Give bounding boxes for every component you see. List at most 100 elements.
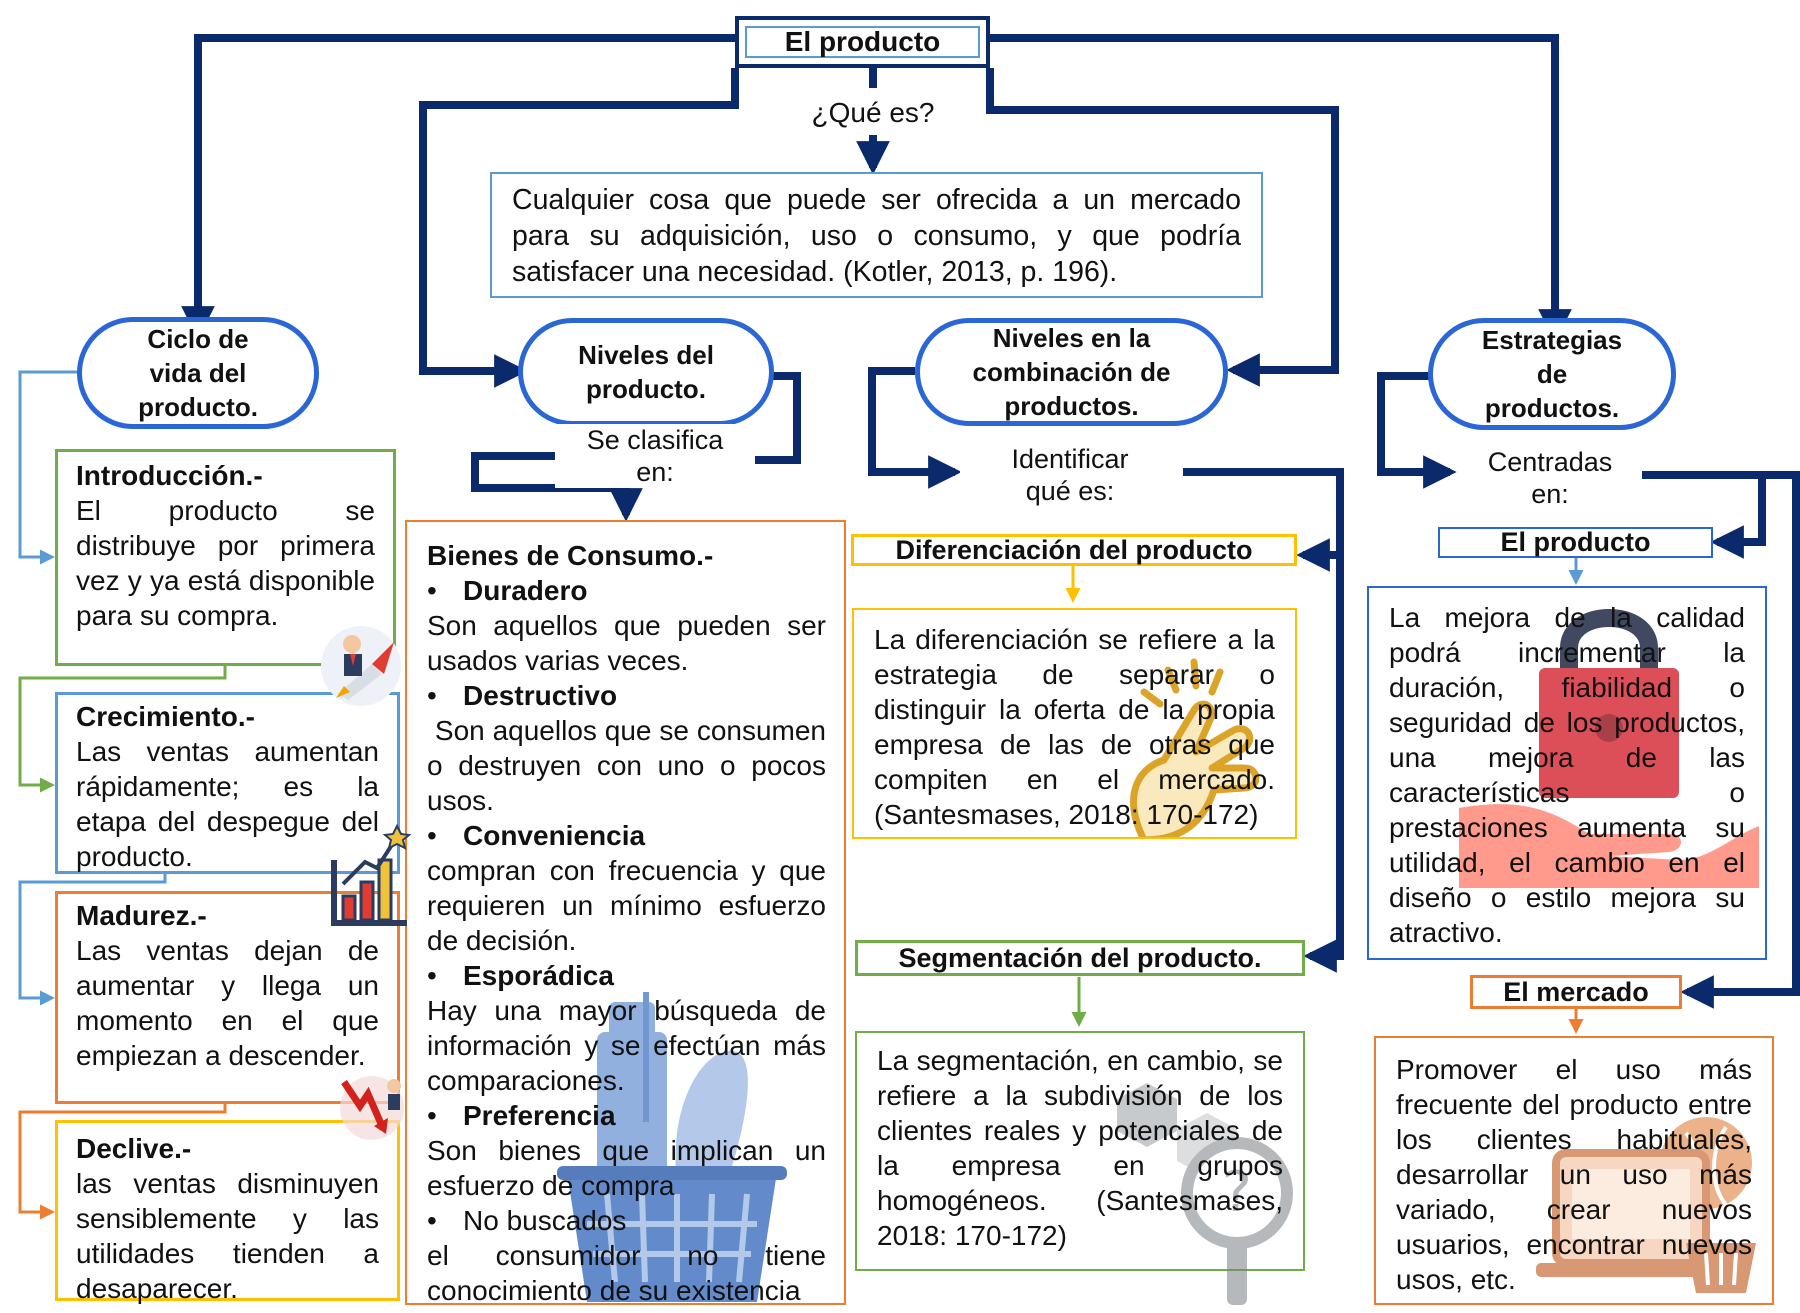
line-estrategias-label-to-mercado <box>1680 471 1800 1009</box>
line-root-to-estrategias <box>990 34 1572 343</box>
bienes-item-name: No buscados <box>463 1205 627 1236</box>
node-combinacion-line: Niveles en la <box>992 323 1151 353</box>
bullet: • <box>427 680 437 711</box>
declining-chart-icon <box>340 1076 404 1140</box>
stage-declive: Declive.- las ventas disminuyen sensible… <box>55 1120 400 1304</box>
line-niveles-label-to-bienes <box>471 452 643 522</box>
niveles-connector-label: Se clasifica en: <box>555 424 755 488</box>
segmentacion-title: Segmentación del producto. <box>898 942 1262 973</box>
estrategia-mercado-title: El mercado <box>1503 976 1649 1007</box>
node-estrategias-line: productos. <box>1484 393 1620 423</box>
line-introduccion-to-crecimiento <box>18 666 227 793</box>
node-ciclo-line: Ciclo de <box>147 324 249 354</box>
hand-padlock-icon <box>1459 609 1759 888</box>
line-ciclo-to-introduccion <box>18 370 95 565</box>
diferenciacion-title-box: Diferenciación del producto <box>851 534 1297 566</box>
bienes-item-name: Conveniencia <box>463 820 646 851</box>
bienes-item-text: compran con frecuencia y que requieren u… <box>427 855 826 956</box>
bienes-item-text: Hay una mayor búsqueda de información y … <box>427 995 826 1096</box>
estrategia-producto-text: La mejora de la calidad podrá incrementa… <box>1389 602 1745 948</box>
stage-madurez: Madurez.- Las ventas dejan de aumentar y… <box>55 891 400 1104</box>
line-combinacion-label-to-diferenciacion <box>1183 468 1344 572</box>
line-niveles-to-label <box>755 372 801 464</box>
bullet: • <box>427 1100 437 1131</box>
bienes-item: • Preferencia <box>427 1098 826 1133</box>
diferenciacion-text: La diferenciación se refiere a la estrat… <box>874 624 1275 830</box>
bar-chart-growth-icon <box>331 823 412 926</box>
node-ciclo-line: vida del <box>149 358 247 388</box>
connector-label-line: qué es: <box>1025 476 1115 506</box>
estrategia-producto-title-box: El producto <box>1438 527 1713 558</box>
bullet: • <box>427 575 437 606</box>
online-shop-icon <box>1536 1117 1756 1293</box>
line-root-to-niveles <box>419 68 739 388</box>
connector-label-line: en: <box>1531 479 1569 509</box>
node-combinacion: Niveles en la combinación de productos. <box>915 318 1228 426</box>
definition-text: Cualquier cosa que puede ser ofrecida a … <box>512 184 1241 288</box>
line-root-to-ciclo <box>181 34 735 340</box>
diferenciacion-box: La diferenciación se refiere a la estrat… <box>852 608 1297 839</box>
stage-text: las ventas disminuyen sensiblemente y la… <box>76 1168 379 1304</box>
bienes-item: • Esporádica <box>427 958 826 993</box>
hand-gesture-icon <box>1130 658 1260 837</box>
stage-title: Madurez.- <box>76 900 207 931</box>
svg-text:?: ? <box>1222 1160 1252 1225</box>
line-combinacion-to-label <box>868 367 962 489</box>
bienes-item-text: Son bienes que implican un esfuerzo de c… <box>427 1135 826 1201</box>
bienes-item: •Conveniencia <box>427 818 826 853</box>
combinacion-connector-label: Identificar qué es: <box>960 443 1180 507</box>
segmentacion-box: ? La segmentación, en cambio, se refiere… <box>855 1031 1305 1305</box>
bienes-item-text: el consumidor no tiene conocimiento de s… <box>427 1240 826 1305</box>
estrategia-mercado-box: Promover el uso más frecuente del produc… <box>1374 1036 1774 1305</box>
stage-text: El producto se distribuye por primera ve… <box>76 495 375 631</box>
line-crecimiento-to-madurez <box>18 874 167 1006</box>
node-combinacion-line: combinación de <box>972 357 1171 387</box>
node-niveles-line: producto. <box>586 374 706 404</box>
stage-title: Introducción.- <box>76 460 263 491</box>
connector-label-line: Se clasifica <box>586 425 724 455</box>
stage-introduccion: Introducción.- El producto se distribuye… <box>55 449 396 666</box>
bienes-item: •No buscados <box>427 1203 826 1238</box>
magnifier-question-icon: ? <box>1117 1083 1293 1305</box>
segmentacion-text: La segmentación, en cambio, se refiere a… <box>877 1045 1283 1251</box>
estrategia-producto-box: La mejora de la calidad podrá incrementa… <box>1367 586 1767 960</box>
node-ciclo-line: producto. <box>138 392 258 422</box>
segmentacion-title-box: Segmentación del producto. <box>855 940 1305 976</box>
bienes-item: • Destructivo <box>427 678 826 713</box>
bullet: • <box>427 960 437 991</box>
line-madurez-to-declive <box>18 1104 227 1220</box>
diferenciacion-title: Diferenciación del producto <box>895 534 1253 565</box>
root-title: El producto <box>784 26 941 57</box>
line-root-to-combinacion <box>986 68 1339 387</box>
estrategia-mercado-text: Promover el uso más frecuente del produc… <box>1396 1054 1752 1295</box>
bienes-item-name: Duradero <box>463 575 588 606</box>
node-estrategias-line: de <box>1536 359 1568 389</box>
bienes-item-name: Destructivo <box>463 680 618 711</box>
bienes-heading: Bienes de Consumo.- <box>427 540 714 571</box>
node-niveles: Niveles del producto. <box>518 318 774 426</box>
definition-box: Cualquier cosa que puede ser ofrecida a … <box>490 172 1263 298</box>
estrategias-connector-label: Centradas en: <box>1460 446 1640 510</box>
rocket-businessman-icon <box>321 626 401 706</box>
estrategia-producto-title: El producto <box>1500 527 1651 557</box>
estrategia-mercado-title-box: El mercado <box>1470 975 1682 1009</box>
stage-text: Las ventas aumentan rápidamente; es la e… <box>76 736 379 872</box>
bienes-item-text: Son aquellos que se consumen o destruyen… <box>427 715 834 816</box>
node-combinacion-line: productos. <box>1004 391 1139 421</box>
root-question: ¿Qué es? <box>800 97 946 129</box>
bienes-box: Bienes de Consumo.- • Duradero Son aquell… <box>405 520 846 1305</box>
line-estrategias-label-to-producto <box>1642 471 1766 559</box>
node-niveles-line: Niveles del <box>578 340 714 370</box>
bienes-item-name: Esporádica <box>463 960 614 991</box>
node-ciclo: Ciclo de vida del producto. <box>77 317 319 429</box>
root-title-box: El producto <box>735 16 990 68</box>
connector-label-line: Identificar <box>1011 444 1129 474</box>
connector-label-line: Centradas <box>1487 447 1613 477</box>
stage-title: Crecimiento.- <box>76 701 255 732</box>
bienes-item-name: Preferencia <box>463 1100 616 1131</box>
bienes-item: • Duradero <box>427 573 826 608</box>
stage-crecimiento: Crecimiento.- Las ventas aumentan rápida… <box>55 692 400 874</box>
shopping-basket-icon <box>557 992 787 1302</box>
